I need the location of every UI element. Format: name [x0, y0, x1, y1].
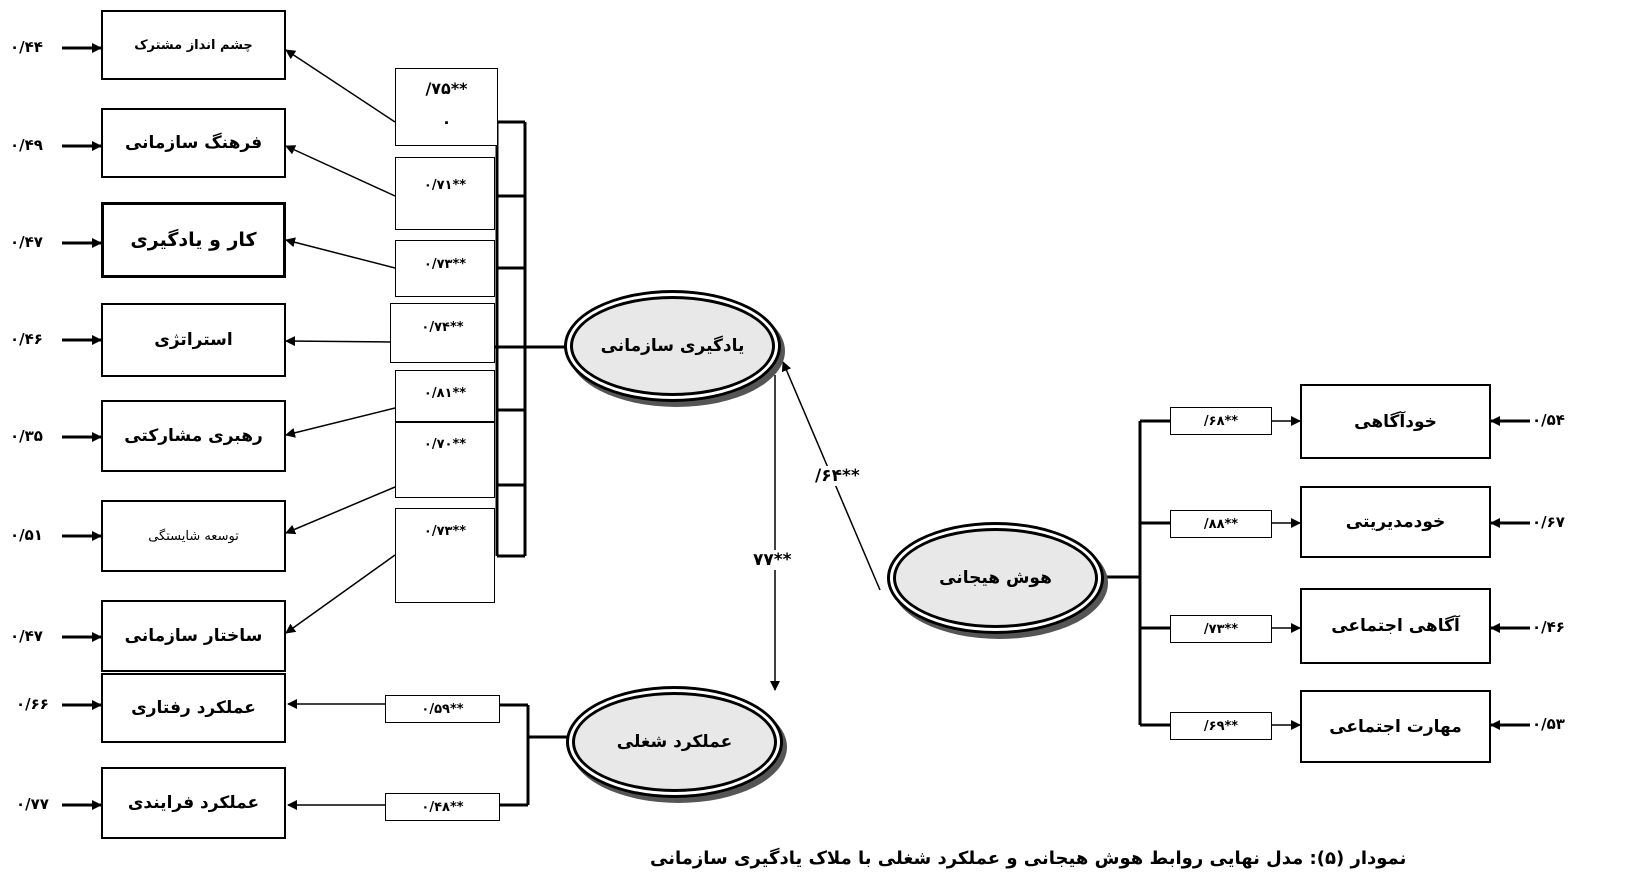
loading-coefficient: ۰/۴۸** — [385, 793, 500, 821]
error-value: ۰/۷۷ — [16, 795, 49, 813]
path-coefficient-ei-ol: /۶۴** — [815, 466, 860, 486]
figure-caption: نمودار (۵): مدل نهایی روابط هوش هیجانی و… — [650, 848, 1407, 869]
error-value: ۰/۴۷ — [10, 233, 43, 251]
latent-job-performance: عملکرد شغلی — [572, 692, 777, 792]
error-value: ۰/۴۶ — [1532, 618, 1565, 636]
loading-coefficient: /۶۹** — [1170, 712, 1272, 740]
error-value: ۰/۵۳ — [1532, 715, 1565, 733]
loading-coefficient: /۷۳** — [1170, 615, 1272, 643]
error-value: ۰/۳۵ — [10, 427, 43, 445]
error-value: ۰/۵۴ — [1532, 411, 1565, 429]
loading-coefficient: ۰/۷۳** — [395, 240, 495, 297]
observed-variable-box: چشم انداز مشترک — [101, 10, 286, 80]
error-value: ۰/۶۶ — [16, 695, 49, 713]
loading-coefficient: ۰/۸۱** — [395, 370, 495, 422]
observed-variable-box: ساختار سازمانی — [101, 600, 286, 672]
loading-coefficient-dot: ۰ — [441, 112, 452, 131]
error-value: ۰/۵۱ — [10, 526, 43, 544]
observed-variable-box: عملکرد فرایندی — [101, 767, 286, 839]
observed-variable-box: خودمدیریتی — [1300, 486, 1491, 558]
observed-variable-box: فرهنگ سازمانی — [101, 108, 286, 178]
observed-variable-box: توسعه شایستگی — [101, 500, 286, 572]
error-value: ۰/۴۴ — [10, 38, 43, 56]
path-coefficient-ol-jp: ۷۷** — [753, 550, 792, 570]
loading-coefficient: /۸۸** — [1170, 510, 1272, 538]
error-value: ۰/۴۹ — [10, 136, 43, 154]
observed-variable-box: استراتژی — [101, 303, 286, 377]
loading-coefficient: ۰/۷۰** — [395, 422, 495, 498]
loading-coefficient-box: /۷۵** ۰ — [395, 68, 498, 146]
loading-coefficient: ۰/۵۹** — [385, 695, 500, 723]
loading-coefficient: /۷۵** — [425, 79, 468, 98]
observed-variable-box: آگاهی اجتماعی — [1300, 588, 1491, 664]
latent-emotional-intelligence: هوش هیجانی — [893, 528, 1098, 628]
loading-coefficient: ۰/۷۴** — [390, 303, 495, 363]
latent-org-learning: یادگیری سازمانی — [570, 296, 775, 396]
observed-variable-box: رهبری مشارکتی — [101, 400, 286, 472]
error-value: ۰/۴۷ — [10, 627, 43, 645]
loading-coefficient: ۰/۷۳** — [395, 508, 495, 603]
observed-variable-box: عملکرد رفتاری — [101, 673, 286, 743]
observed-variable-box: کار و یادگیری — [101, 202, 286, 278]
error-value: ۰/۶۷ — [1532, 513, 1565, 531]
loading-coefficient: ۰/۷۱** — [395, 157, 495, 230]
loading-coefficient: /۶۸** — [1170, 407, 1272, 435]
observed-variable-box: مهارت اجتماعی — [1300, 690, 1491, 763]
error-value: ۰/۴۶ — [10, 330, 43, 348]
observed-variable-box: خودآگاهی — [1300, 384, 1491, 459]
